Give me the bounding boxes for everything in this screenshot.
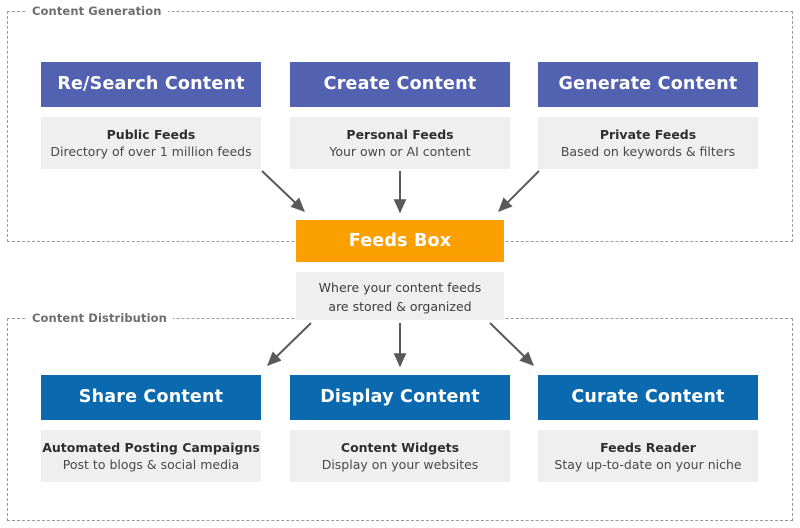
card-curate-content-body-subtitle: Stay up-to-date on your niche bbox=[554, 457, 742, 472]
card-display-content[interactable]: Display Content Content Widgets Display … bbox=[290, 375, 510, 482]
card-research-content-body-subtitle: Directory of over 1 million feeds bbox=[50, 144, 252, 159]
card-research-content-heading: Re/Search Content bbox=[41, 62, 261, 107]
card-share-content-body-subtitle: Post to blogs & social media bbox=[62, 457, 240, 472]
card-share-content-body: Automated Posting Campaigns Post to blog… bbox=[41, 430, 261, 482]
card-create-content[interactable]: Create Content Personal Feeds Your own o… bbox=[290, 62, 510, 169]
card-feeds-box-body-line1: Where your content feeds bbox=[318, 280, 482, 295]
card-curate-content-heading: Curate Content bbox=[538, 375, 758, 420]
card-research-content-body: Public Feeds Directory of over 1 million… bbox=[41, 117, 261, 169]
card-curate-content[interactable]: Curate Content Feeds Reader Stay up-to-d… bbox=[538, 375, 758, 482]
card-research-content[interactable]: Re/Search Content Public Feeds Directory… bbox=[41, 62, 261, 169]
card-share-content-body-title: Automated Posting Campaigns bbox=[42, 440, 260, 455]
card-create-content-body: Personal Feeds Your own or AI content bbox=[290, 117, 510, 169]
region-label-content-distribution: Content Distribution bbox=[26, 311, 173, 325]
card-research-content-body-title: Public Feeds bbox=[106, 127, 196, 142]
card-display-content-body: Content Widgets Display on your websites bbox=[290, 430, 510, 482]
card-share-content-heading: Share Content bbox=[41, 375, 261, 420]
region-label-content-generation: Content Generation bbox=[26, 4, 168, 18]
card-display-content-body-subtitle: Display on your websites bbox=[321, 457, 479, 472]
card-curate-content-body-title: Feeds Reader bbox=[600, 440, 696, 455]
card-display-content-body-title: Content Widgets bbox=[340, 440, 460, 455]
card-generate-content-heading: Generate Content bbox=[538, 62, 758, 107]
card-generate-content-body: Private Feeds Based on keywords & filter… bbox=[538, 117, 758, 169]
card-generate-content[interactable]: Generate Content Private Feeds Based on … bbox=[538, 62, 758, 169]
card-feeds-box-body: Where your content feeds are stored & or… bbox=[296, 272, 504, 320]
card-feeds-box-body-line2: are stored & organized bbox=[328, 299, 472, 314]
card-create-content-body-title: Personal Feeds bbox=[346, 127, 454, 142]
card-display-content-heading: Display Content bbox=[290, 375, 510, 420]
card-create-content-body-subtitle: Your own or AI content bbox=[329, 144, 471, 159]
card-generate-content-body-subtitle: Based on keywords & filters bbox=[560, 144, 736, 159]
card-curate-content-body: Feeds Reader Stay up-to-date on your nic… bbox=[538, 430, 758, 482]
card-generate-content-body-title: Private Feeds bbox=[599, 127, 697, 142]
card-feeds-box[interactable]: Feeds Box Where your content feeds are s… bbox=[296, 220, 504, 320]
card-feeds-box-heading: Feeds Box bbox=[296, 220, 504, 262]
card-share-content[interactable]: Share Content Automated Posting Campaign… bbox=[41, 375, 261, 482]
card-create-content-heading: Create Content bbox=[290, 62, 510, 107]
